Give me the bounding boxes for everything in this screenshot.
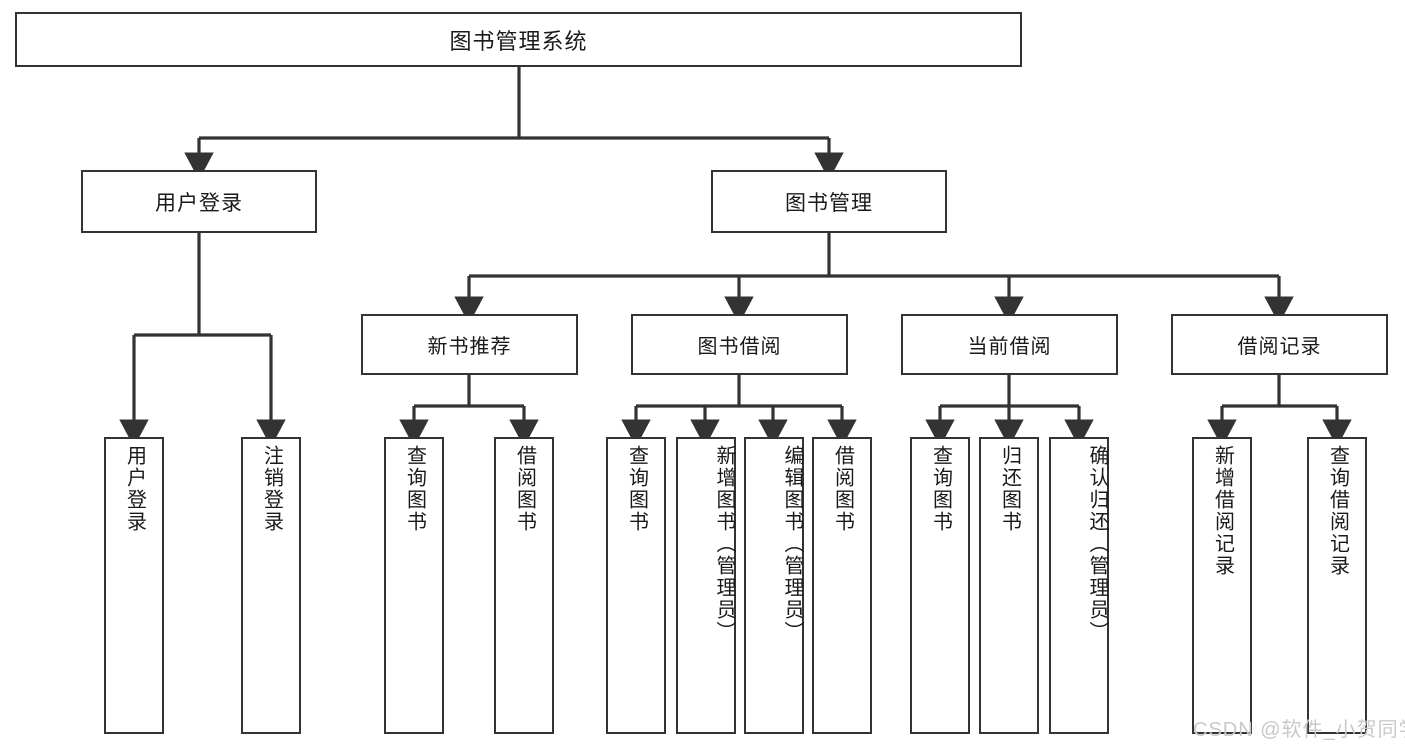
node-leaf-user-login[interactable]: 用户登录 [104,437,164,734]
node-new-book-recommend[interactable]: 新书推荐 [361,314,578,375]
node-label: 图书借阅 [697,336,782,358]
node-leaf-add-book[interactable]: 新增图书（管理员） [676,437,736,734]
node-leaf-edit-book[interactable]: 编辑图书（管理员） [744,437,804,734]
node-label: 借阅图书 [831,445,854,533]
node-leaf-query-book-borrow[interactable]: 查询图书 [606,437,666,734]
node-leaf-borrow-book-recommend[interactable]: 借阅图书 [494,437,554,734]
node-label: 借阅记录 [1237,336,1322,358]
node-current-borrow[interactable]: 当前借阅 [901,314,1118,375]
node-borrow-record[interactable]: 借阅记录 [1171,314,1388,375]
node-label: 查询借阅记录 [1326,445,1349,577]
node-leaf-query-book-current[interactable]: 查询图书 [910,437,970,734]
node-leaf-confirm-return[interactable]: 确认归还（管理员） [1049,437,1109,734]
node-label: 用户登录 [155,191,243,215]
node-label: 新增借阅记录 [1211,445,1234,577]
node-label: 注销登录 [260,445,283,533]
node-leaf-query-book-recommend[interactable]: 查询图书 [384,437,444,734]
node-label: 查询图书 [625,445,648,533]
node-label: 图书管理 [785,191,873,215]
node-label: 用户登录 [123,445,146,533]
node-leaf-logout-login[interactable]: 注销登录 [241,437,301,734]
node-book-management[interactable]: 图书管理 [711,170,947,233]
node-label: 查询图书 [929,445,952,533]
node-user-login[interactable]: 用户登录 [81,170,317,233]
node-leaf-add-borrow-record[interactable]: 新增借阅记录 [1192,437,1252,734]
node-leaf-query-borrow-record[interactable]: 查询借阅记录 [1307,437,1367,734]
node-label: 确认归还（管理员） [1086,445,1108,643]
node-label: 编辑图书（管理员） [781,445,803,643]
node-label: 新增图书（管理员） [713,445,735,643]
node-book-borrow[interactable]: 图书借阅 [631,314,848,375]
node-leaf-return-book[interactable]: 归还图书 [979,437,1039,734]
node-label: 查询图书 [403,445,426,533]
node-label: 当前借阅 [967,336,1052,358]
node-leaf-borrow-book[interactable]: 借阅图书 [812,437,872,734]
node-label: 借阅图书 [513,445,536,533]
node-label: 图书管理系统 [449,28,588,54]
node-label: 归还图书 [998,445,1021,533]
csdn-watermark: CSDN @软件_小贺同学 [1193,719,1405,741]
node-label: 新书推荐 [427,336,512,358]
node-root-book-management-system[interactable]: 图书管理系统 [15,12,1022,67]
